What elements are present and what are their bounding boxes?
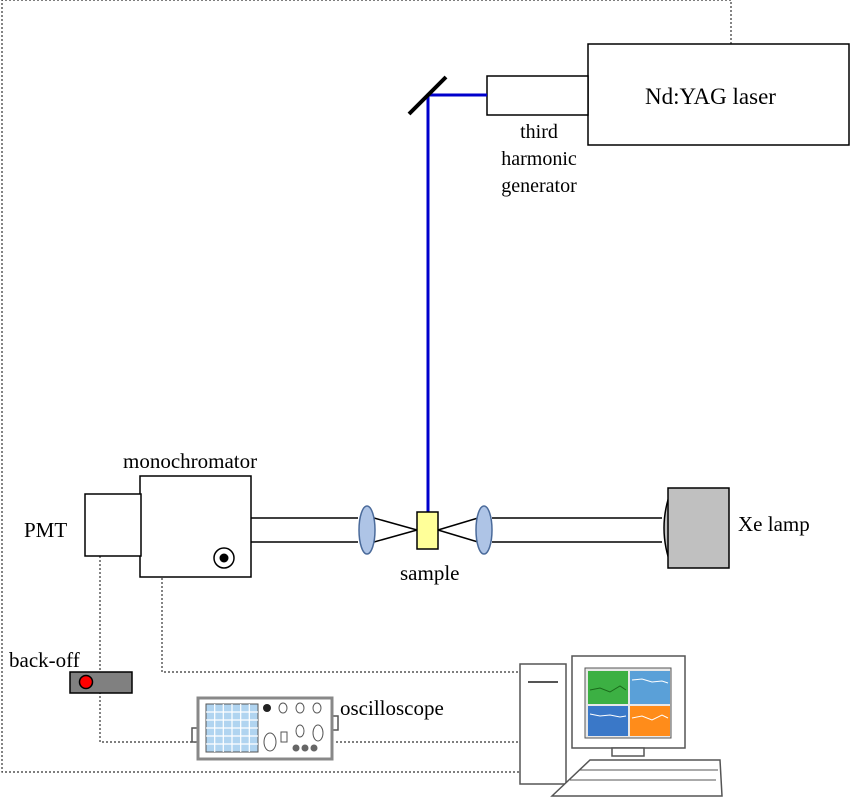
- oscilloscope-label: oscilloscope: [340, 696, 444, 720]
- xe-lamp-label: Xe lamp: [738, 512, 810, 536]
- back-off-label: back-off: [9, 648, 80, 672]
- pmt-box: [84, 493, 142, 557]
- oscilloscope-icon: [191, 696, 339, 761]
- monochromator-cable: [161, 578, 520, 673]
- monochromator-box: [139, 475, 252, 578]
- nd-yag-laser-box: [587, 43, 850, 146]
- mirror: [407, 75, 448, 116]
- signal-cables: [1, 0, 732, 773]
- back-off-button-icon: [78, 674, 94, 690]
- emission-light-path: [251, 517, 418, 543]
- pmt-label: PMT: [24, 518, 68, 542]
- computer-keyboard: [550, 759, 723, 797]
- monochromator-label: monochromator: [123, 449, 258, 473]
- third-harmonic-generator-label: third harmonic generator: [501, 121, 577, 197]
- laser-trigger-cable: [1, 0, 732, 773]
- sample-label: sample: [400, 561, 460, 585]
- collection-lens: [358, 505, 376, 555]
- xe-lamp-icon: [663, 487, 730, 569]
- monochromator-knob-icon: [213, 547, 235, 569]
- pmt-cable: [99, 556, 196, 743]
- third-harmonic-generator-box: [486, 75, 589, 116]
- focusing-lens: [475, 505, 493, 555]
- excitation-light-path: [437, 517, 662, 543]
- laser-beam: [426, 93, 487, 512]
- back-off-box: [69, 671, 133, 694]
- sample-cuvette: [416, 511, 439, 550]
- computer-tower: [519, 663, 567, 785]
- computer-icon: [519, 655, 723, 797]
- laser-label: Nd:YAG laser: [645, 84, 776, 109]
